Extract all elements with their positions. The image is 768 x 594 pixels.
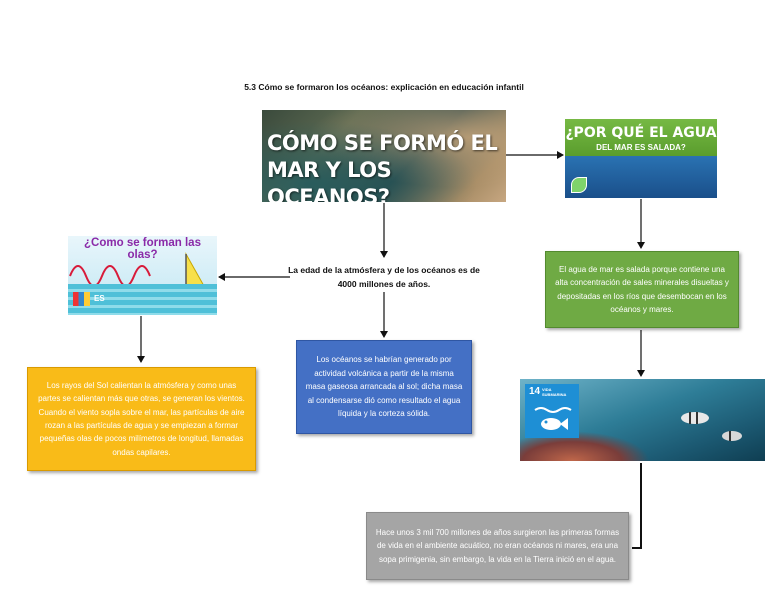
waves-explanation-box: Los rayos del Sol calientan la atmósfera… [27,367,256,471]
sea-life-image: 14 VIDA SUBMARINA [520,379,765,461]
cube-logo-icon [73,292,90,306]
salt-explanation-box: El agua de mar es salada porque contiene… [545,251,739,328]
coast-background [262,110,506,202]
language-badge: ES [94,294,105,303]
age-statement: La edad de la atmósfera y de los océanos… [288,265,480,289]
salt-water-image: ¿POR QUÉ EL AGUA DEL MAR ES SALADA? [565,119,717,198]
main-image-caption: CÓMO SE FORMÓ EL MAR Y LOS OCEANOS? [267,131,498,202]
salt-title-line2: DEL MAR ES SALADA? [596,143,686,152]
salt-title-band [565,119,717,156]
waves-explanation-text: Los rayos del Sol calientan la atmósfera… [38,380,245,457]
salt-explanation-text: El agua de mar es salada porque contiene… [555,264,729,314]
main-ocean-image: CÓMO SE FORMÓ EL MAR Y LOS OCEANOS? [262,110,506,202]
volcanic-origin-text: Los océanos se habrían generado por acti… [305,355,463,419]
striped-fish-icon [681,412,742,441]
connector-fish-to-gray [632,463,642,549]
waves-image-title: ¿Como se forman las olas? [84,237,201,261]
life-origin-box: Hace unos 3 mil 700 millones de años sur… [366,512,629,580]
volcanic-origin-box: Los océanos se habrían generado por acti… [296,340,472,434]
waves-image: ¿Como se forman las olas? ES [68,236,217,315]
water-stripes [68,284,217,315]
sdg-14-badge: 14 VIDA SUBMARINA [525,384,579,438]
life-origin-text: Hace unos 3 mil 700 millones de años sur… [375,527,620,564]
fish-icon [534,407,572,430]
sdg-label: VIDA SUBMARINA [542,387,567,397]
leaf-icon [571,177,587,193]
sine-wave-icon [69,265,151,286]
diagram-title: 5.3 Cómo se formaron los océanos: explic… [244,82,524,92]
salt-title-line1: ¿POR QUÉ EL AGUA [565,125,717,141]
sdg-number: 14 [529,386,541,397]
